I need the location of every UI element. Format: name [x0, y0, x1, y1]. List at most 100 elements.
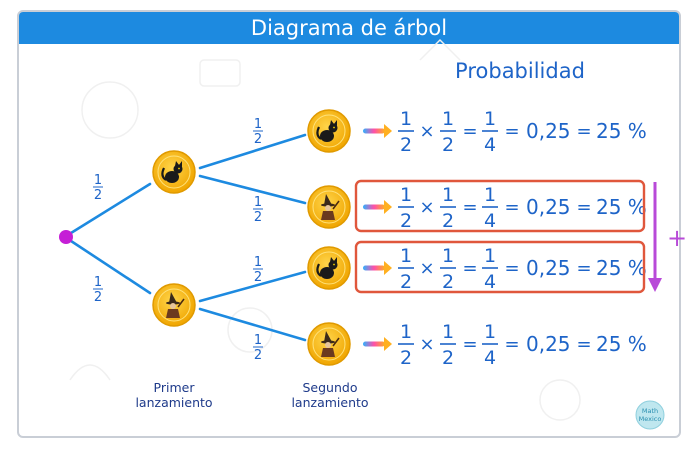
sum-arrow: +: [648, 182, 687, 292]
logo-text-line1: Math: [642, 407, 658, 415]
equals-sign: =: [504, 197, 519, 218]
coin-second-3: [307, 246, 351, 290]
percent-value: 25 %: [596, 195, 647, 219]
branch-label-root-top: 12: [93, 173, 103, 203]
fraction-numerator: 1: [484, 108, 496, 130]
fraction-a: 12: [398, 321, 414, 369]
fraction-c: 14: [482, 184, 498, 232]
fraction-denominator: 2: [254, 270, 262, 285]
fraction-denominator: 2: [94, 290, 102, 305]
fraction-denominator: 2: [442, 210, 454, 232]
fraction-numerator: 1: [94, 173, 102, 188]
outcome-row: 12×12=14=0,25=25 %: [363, 321, 647, 369]
first-toss-label-line2: lanzamiento: [135, 395, 212, 410]
decimal-value: 0,25: [526, 119, 571, 143]
fraction-numerator: 1: [400, 108, 412, 130]
arrow-icon: [363, 128, 385, 134]
fraction-numerator: 1: [442, 321, 454, 343]
fraction-numerator: 1: [400, 321, 412, 343]
percent-value: 25 %: [596, 256, 647, 280]
fraction-numerator: 1: [400, 245, 412, 267]
fraction-denominator: 2: [400, 134, 412, 156]
probability-heading: Probabilidad: [455, 59, 585, 83]
title-bar: Diagrama de árbol: [19, 12, 679, 44]
times-sign: ×: [419, 197, 434, 218]
times-sign: ×: [419, 334, 434, 355]
percent-value: 25 %: [596, 119, 647, 143]
decimal-value: 0,25: [526, 256, 571, 280]
fraction-numerator: 1: [442, 245, 454, 267]
equals-sign: =: [462, 258, 477, 279]
fraction-numerator: 1: [484, 321, 496, 343]
branch-label-second-4: 12: [253, 333, 263, 363]
arrow-icon: [363, 204, 385, 210]
logo: Math Mexico: [635, 400, 665, 430]
branch-first-to-second-3: [198, 270, 307, 303]
coin-second-1: [307, 109, 351, 153]
fraction-denominator: 2: [94, 188, 102, 203]
equals-sign: =: [576, 121, 591, 142]
equals-sign: =: [576, 197, 591, 218]
arrow-icon: [363, 265, 385, 271]
fraction-denominator: 2: [442, 271, 454, 293]
equals-sign: =: [462, 334, 477, 355]
plus-sign: +: [667, 224, 687, 252]
fraction-a: 12: [398, 245, 414, 293]
arrow-icon: [363, 341, 385, 347]
fraction-numerator: 1: [254, 195, 262, 210]
fraction-c: 14: [482, 108, 498, 156]
fraction-b: 12: [440, 184, 456, 232]
equals-sign: =: [504, 258, 519, 279]
equals-sign: =: [576, 334, 591, 355]
branch-root-to-first-top: [69, 182, 152, 235]
fraction-denominator: 2: [400, 271, 412, 293]
coin-second-2: [307, 185, 351, 229]
fraction-a: 12: [398, 108, 414, 156]
fraction-denominator: 2: [442, 134, 454, 156]
branch-first-to-second-2: [198, 174, 307, 205]
times-sign: ×: [419, 121, 434, 142]
branch-label-second-3: 12: [253, 255, 263, 285]
coin-first-bottom: [152, 283, 196, 327]
second-toss-label-line2: lanzamiento: [291, 395, 368, 410]
fraction-numerator: 1: [484, 184, 496, 206]
coin-nodes: [152, 109, 351, 366]
fraction-numerator: 1: [254, 255, 262, 270]
fraction-denominator: 4: [484, 347, 496, 369]
fraction-numerator: 1: [400, 184, 412, 206]
second-toss-label-line1: Segundo: [303, 380, 358, 395]
branch-label-second-2: 12: [253, 195, 263, 225]
outcome-row: 12×12=14=0,25=25 %: [363, 184, 647, 232]
branch-label-second-1: 12: [253, 117, 263, 147]
diagram-frame: Diagrama de árbol: [17, 10, 681, 438]
coin-second-4: [307, 322, 351, 366]
equals-sign: =: [504, 334, 519, 355]
decimal-value: 0,25: [526, 332, 571, 356]
fraction-denominator: 4: [484, 210, 496, 232]
decimal-value: 0,25: [526, 195, 571, 219]
outcome-row: 12×12=14=0,25=25 %: [363, 108, 647, 156]
branch-label-root-bottom: 12: [93, 275, 103, 305]
fraction-numerator: 1: [442, 108, 454, 130]
fraction-denominator: 2: [254, 348, 262, 363]
equals-sign: =: [462, 197, 477, 218]
fraction-b: 12: [440, 245, 456, 293]
percent-value: 25 %: [596, 332, 647, 356]
coin-first-top: [152, 150, 196, 194]
fraction-numerator: 1: [484, 245, 496, 267]
fraction-a: 12: [398, 184, 414, 232]
branch-first-to-second-1: [198, 133, 307, 170]
background-doodles: [69, 38, 581, 421]
fraction-b: 12: [440, 321, 456, 369]
fraction-denominator: 2: [400, 347, 412, 369]
fraction-denominator: 2: [254, 132, 262, 147]
times-sign: ×: [419, 258, 434, 279]
fraction-denominator: 4: [484, 134, 496, 156]
fraction-denominator: 4: [484, 271, 496, 293]
branch-first-to-second-4: [198, 307, 307, 342]
highlight-box: [354, 240, 646, 294]
logo-text-line2: Mexico: [639, 415, 662, 423]
fraction-c: 14: [482, 321, 498, 369]
root-node: [59, 230, 73, 244]
